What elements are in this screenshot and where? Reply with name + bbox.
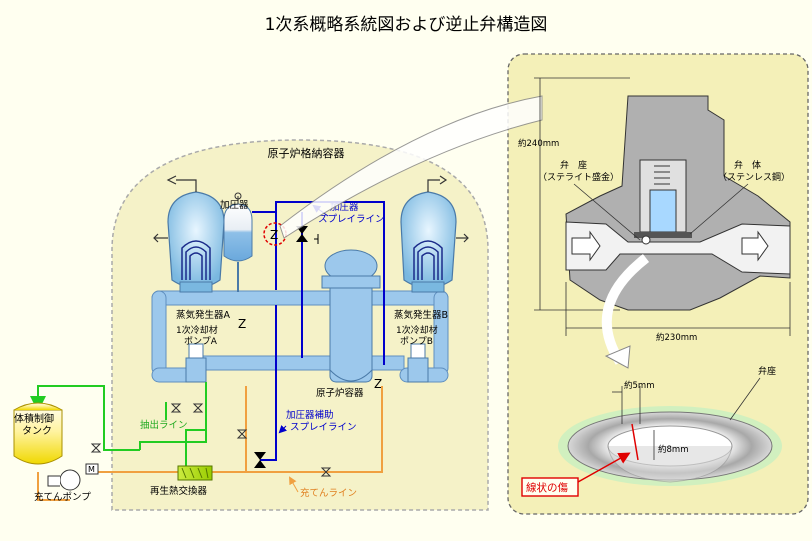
reactor-vessel-label: 原子炉容器 — [316, 387, 364, 399]
check-valve-mark-3: Z — [374, 377, 382, 391]
pressurizer-label: 加圧器 — [220, 200, 249, 211]
spray-line-label-2: スプレイライン — [318, 214, 385, 225]
steam-generator-a — [153, 175, 225, 293]
motor-label: M — [88, 465, 95, 474]
aux-spray-label-2: スプレイライン — [290, 422, 357, 433]
charging-pointer — [289, 476, 299, 493]
spray-valves — [254, 226, 319, 468]
crack-label-box — [521, 477, 579, 497]
dim-5-label: 約5mm — [624, 380, 654, 391]
letdown-label: 抽出ライン — [140, 419, 188, 431]
seat-detail-label: 弁座 — [758, 365, 776, 377]
check-valve-mark-2: Z — [238, 317, 246, 331]
pump-a-label-1: 1次冷却材 — [176, 324, 218, 336]
crack-pointer — [577, 452, 631, 483]
rcp-b — [407, 343, 429, 383]
charging-pump — [47, 463, 99, 491]
seat-label-2: （ステライト盛金） — [538, 171, 619, 183]
callout-beam — [279, 95, 543, 239]
pump-b-label-2: ポンプB — [400, 336, 433, 347]
dim-8-label: 約8mm — [658, 444, 688, 455]
volume-control-tank — [13, 402, 63, 465]
misc-valves — [90, 403, 332, 477]
sg-a-label: 蒸気発生器A — [176, 309, 231, 321]
regen-heat-exchanger — [177, 465, 213, 481]
seat-ring-detail — [558, 406, 782, 486]
dim-height-label: 約240mm — [518, 138, 559, 149]
letdown-line — [30, 382, 207, 468]
regen-hx-label: 再生熱交換器 — [150, 485, 208, 497]
charging-label: 充てんライン — [300, 487, 357, 499]
disc-pointer — [689, 183, 749, 235]
seat-label-1: 弁 座 — [560, 159, 587, 171]
disc-label-1: 弁 体 — [734, 159, 761, 171]
check-valve-mark-1: Z — [270, 228, 278, 242]
detail-arrow — [601, 254, 650, 365]
crack-mark — [631, 423, 639, 461]
sg-b-label: 蒸気発生器B — [394, 309, 448, 321]
vct-label-1: 体積制御 — [14, 412, 54, 425]
reactor-vessel — [321, 249, 381, 383]
containment-label: 原子炉格納容器 — [268, 146, 345, 160]
dim-width-label: 約230mm — [656, 332, 697, 343]
aux-spray-pointer — [278, 424, 288, 434]
disc-label-2: （ステンレス鋼） — [718, 171, 790, 183]
seat-pointer — [573, 183, 641, 241]
pump-a-label-2: ポンプA — [184, 336, 218, 347]
charging-pump-label: 充てんポンプ — [34, 491, 91, 503]
seat-dimension — [612, 386, 655, 460]
steam-generator-b — [400, 175, 469, 293]
seat-detail-pointer — [729, 377, 761, 421]
spray-line-label-1: 加圧器 — [330, 202, 359, 213]
check-valve-body — [565, 95, 791, 311]
rcp-a — [185, 343, 207, 383]
page-title: 1次系概略系統図および逆止弁構造図 — [265, 15, 548, 35]
detail-arrow-head — [604, 345, 631, 369]
pressurizer — [223, 192, 253, 292]
pump-b-label-1: 1次冷却材 — [396, 324, 438, 336]
vct-label-2: タンク — [22, 425, 52, 437]
charging-line — [37, 386, 383, 501]
aux-spray-label-1: 加圧器補助 — [286, 409, 334, 421]
crack-label: 線状の傷 — [526, 481, 568, 494]
